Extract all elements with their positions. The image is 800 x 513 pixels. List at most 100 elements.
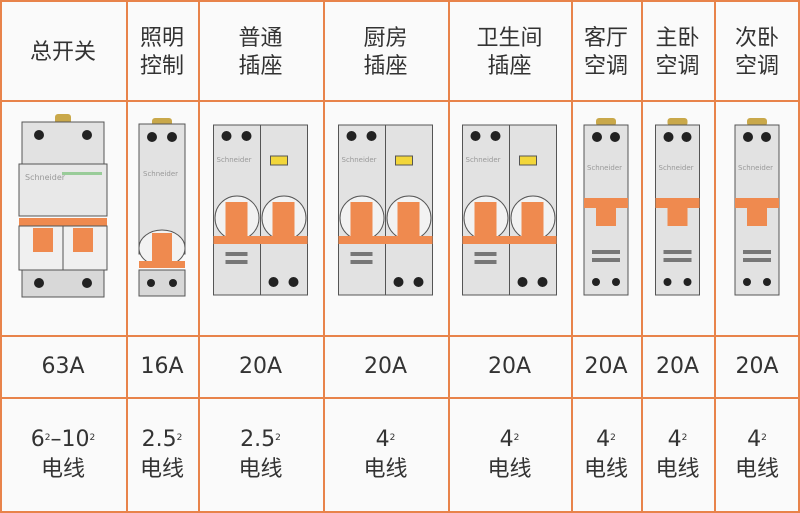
screw-terminal (663, 278, 672, 286)
screw-terminal (612, 278, 620, 286)
handle-bar (338, 236, 433, 244)
column-divider (0, 0, 2, 513)
squared-mark: 2 (389, 433, 396, 443)
header-line: 插座 (238, 54, 283, 79)
vent-slot (350, 252, 373, 256)
screw-terminal (366, 131, 377, 141)
toggle-handle (667, 208, 688, 226)
screw-terminal (517, 277, 528, 287)
toggle-handle (73, 228, 93, 252)
brand-logo: Schneider (587, 164, 622, 172)
header-line: 主卧 (655, 26, 700, 51)
screw-terminal (147, 279, 155, 287)
screw-terminal (761, 132, 771, 142)
wire-size: 62–102 (31, 425, 95, 455)
breaker-illustration-ac: Schneider (583, 118, 629, 296)
header-line: 卫生间 (476, 26, 543, 51)
screw-terminal (743, 132, 753, 142)
handle-bar (19, 218, 107, 226)
squared-mark: 2 (44, 433, 51, 443)
brand-logo: Schneider (342, 156, 377, 164)
toggle-handle (350, 202, 373, 236)
screw-terminal (592, 132, 602, 142)
header-line: 控制 (139, 54, 184, 79)
screw-terminal (470, 131, 481, 141)
wire-label: 电线 (655, 457, 700, 482)
wire-size-value: 4 (499, 427, 514, 452)
handle-bar (139, 261, 185, 268)
column-header: 普通插座 (198, 0, 323, 100)
squared-mark: 2 (681, 433, 688, 443)
column-divider (714, 0, 716, 513)
wire-size-value: 4 (375, 427, 390, 452)
screw-terminal (592, 278, 600, 286)
header-line: 次卧 (734, 26, 779, 51)
column-header: 次卧空调 (714, 0, 800, 100)
handle-bar (213, 236, 308, 244)
squared-mark: 2 (89, 433, 96, 443)
handle-bar (655, 198, 700, 208)
screw-terminal (288, 277, 299, 287)
wire-size-value: 2.5 (141, 427, 177, 452)
row-divider (0, 0, 800, 2)
amperage-rating: 16A (140, 353, 184, 379)
vent-slot (225, 252, 248, 256)
toggle-handle (33, 228, 53, 252)
brand-logo: Schneider (738, 164, 773, 172)
wire-label: 电线 (583, 457, 628, 482)
screw-terminal (743, 278, 751, 286)
header-line: 总开关 (29, 40, 96, 65)
screw-terminal (34, 278, 44, 288)
header-line: 插座 (363, 54, 408, 79)
amperage-rating: 63A (41, 353, 85, 379)
toggle-handle (596, 208, 616, 226)
wire-size: 42 (376, 425, 396, 455)
screw-terminal (221, 131, 232, 141)
row-divider (0, 511, 800, 513)
wire-label: 电线 (238, 457, 283, 482)
wire-label: 电线 (487, 457, 532, 482)
header-line: 插座 (487, 54, 532, 79)
clip-icon (747, 118, 767, 126)
test-indicator (270, 155, 288, 166)
column-divider (798, 0, 800, 513)
handle-bar (584, 198, 628, 208)
screw-terminal (683, 278, 692, 286)
squared-mark: 2 (610, 433, 616, 443)
amperage-rating: 20A (487, 353, 532, 379)
screw-terminal (537, 277, 548, 287)
column-divider (323, 0, 325, 513)
amperage-rating: 20A (584, 353, 628, 379)
header-line: 空调 (655, 54, 700, 79)
brand-logo: Schneider (659, 164, 694, 172)
wire-size: 42 (596, 425, 616, 455)
column-divider (571, 0, 573, 513)
row-divider (0, 335, 800, 337)
screw-terminal (147, 132, 157, 142)
vent-slot (350, 260, 373, 264)
brand-logo: Schneider (217, 156, 252, 164)
breaker-label-panel (18, 163, 108, 217)
screw-terminal (82, 278, 92, 288)
column-divider (198, 0, 200, 513)
wire-size-value: 10 (61, 427, 90, 452)
breaker-illustration-rcd: Schneider (462, 124, 557, 296)
row-divider (0, 397, 800, 399)
breaker-illustration-ac: Schneider (655, 118, 700, 296)
toggle-handle (225, 202, 248, 236)
vent-slot (743, 258, 771, 262)
toggle-handle (397, 202, 420, 236)
toggle-handle (152, 233, 172, 263)
wire-size: 2.52 (142, 425, 183, 455)
wire-size-value: 4 (596, 427, 611, 452)
breaker-illustration-rcd: Schneider (338, 124, 433, 296)
column-divider (641, 0, 643, 513)
header-line: 普通 (238, 26, 283, 51)
toggle-handle (521, 202, 544, 236)
wire-size-value: 2.5 (240, 427, 276, 452)
